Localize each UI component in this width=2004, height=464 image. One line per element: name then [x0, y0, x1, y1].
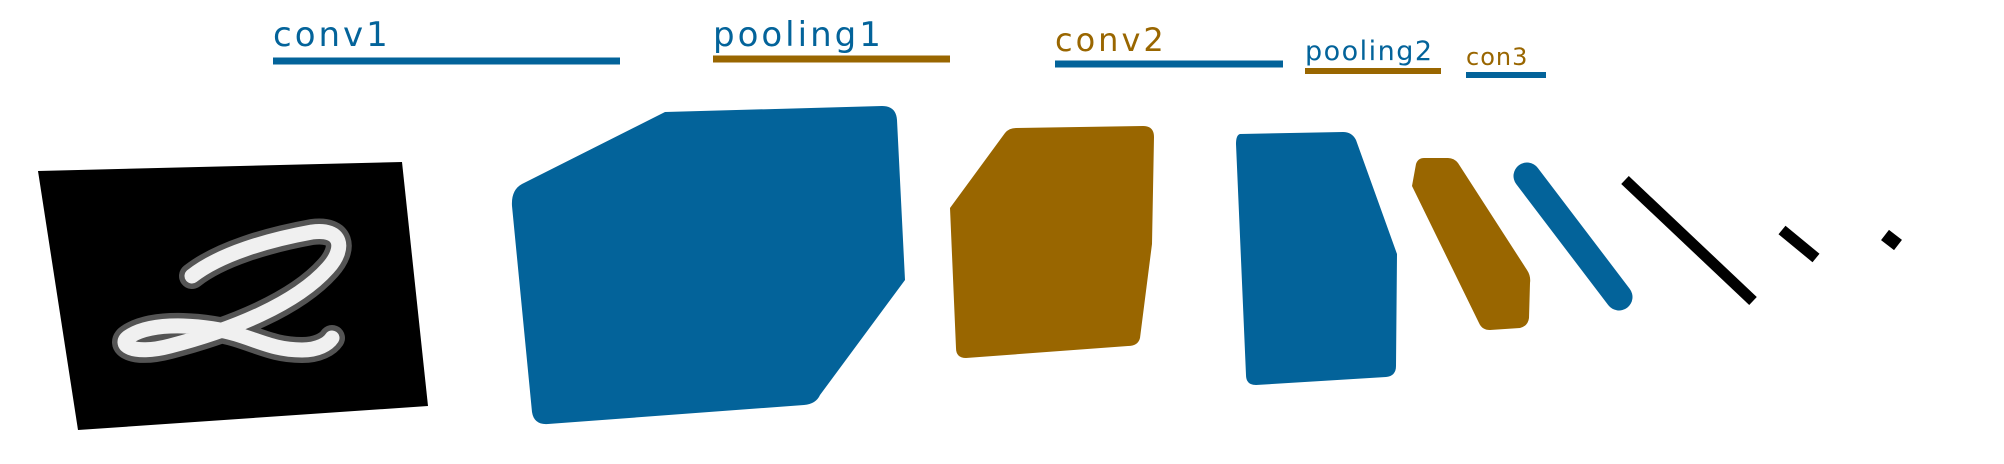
label-pooling2: pooling2 — [1305, 36, 1441, 74]
conv2-label-text: conv2 — [1055, 21, 1167, 59]
fc2-bar — [1778, 225, 1820, 263]
input-digit-image — [38, 162, 428, 430]
label-conv1: conv1 — [273, 15, 620, 65]
label-conv2: conv2 — [1055, 21, 1283, 68]
pooling1-block — [950, 126, 1154, 358]
con3-block — [1513, 162, 1633, 311]
fc1-bar — [1621, 176, 1757, 305]
con3-label-text: con3 — [1466, 43, 1528, 71]
pooling2-block — [1412, 158, 1531, 330]
label-pooling1: pooling1 — [713, 15, 950, 63]
pooling1-label-text: pooling1 — [713, 15, 884, 55]
conv1-label-text: conv1 — [273, 15, 391, 55]
digit-stroke-core — [117, 224, 347, 358]
conv2-block — [1236, 132, 1397, 385]
pooling2-label-text: pooling2 — [1305, 36, 1434, 67]
input-image-background — [38, 162, 428, 430]
conv1-block — [511, 106, 905, 425]
label-con3: con3 — [1466, 43, 1546, 78]
output-bar — [1881, 229, 1902, 251]
handwritten-digit-2 — [112, 218, 352, 363]
